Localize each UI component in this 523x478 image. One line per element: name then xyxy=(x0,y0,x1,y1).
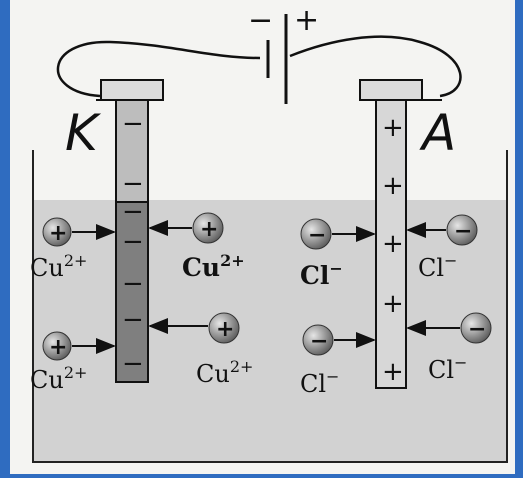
ion-label: Cl− xyxy=(300,259,343,290)
cathode-rod-lower xyxy=(115,201,149,383)
ion-label: Cu2+ xyxy=(30,363,87,394)
ion-label: Cl− xyxy=(300,367,339,398)
battery-minus-label: − xyxy=(248,3,273,38)
vessel xyxy=(32,150,508,463)
cathode-letter: K xyxy=(65,104,102,162)
cl-ion-left-lower: − Cl− xyxy=(300,324,376,398)
anode-sign: + xyxy=(382,171,404,201)
anode-sign: + xyxy=(382,357,404,387)
cl-ion-left-upper: − Cl− xyxy=(300,218,376,290)
ion-ball xyxy=(446,214,478,246)
ion-charge-sign: + xyxy=(200,217,218,242)
cu-ion-right-upper: + Cu2+ xyxy=(148,212,245,282)
cathode-sign: − xyxy=(122,169,144,199)
cathode-sign: − xyxy=(122,349,144,379)
ion-label: Cu2+ xyxy=(196,357,253,388)
ion-charge-sign: − xyxy=(468,317,486,342)
ion-charge-sign: − xyxy=(454,219,472,244)
ion-label: Cu2+ xyxy=(182,251,245,282)
electrolyte-solution xyxy=(33,200,507,462)
cathode-sign: − xyxy=(122,227,144,257)
battery-plus-label: + xyxy=(294,3,319,38)
cu-ion-left-upper: + Cu2+ xyxy=(30,217,116,282)
cu-ion-right-lower: + Cu2+ xyxy=(148,312,253,388)
ion-label: Cl− xyxy=(428,353,467,384)
ion-ball xyxy=(300,218,332,250)
cathode-sign: − xyxy=(122,269,144,299)
ion-charge-sign: + xyxy=(216,317,234,342)
cu-ion-left-lower: + Cu2+ xyxy=(30,331,116,394)
connecting-wire xyxy=(56,35,462,98)
cathode-sign: − xyxy=(122,109,144,139)
ion-ball xyxy=(42,331,72,361)
anode-letter: A xyxy=(419,104,456,162)
ion-ball xyxy=(42,217,72,247)
cathode-signs: − − − − − − − xyxy=(122,109,144,379)
ion-ball xyxy=(302,324,334,356)
ion-charge-sign: + xyxy=(49,221,67,246)
anode-sign: + xyxy=(382,229,404,259)
ion-label: Cu2+ xyxy=(30,251,87,282)
ion-ball xyxy=(208,312,240,344)
anode-sign: + xyxy=(382,289,404,319)
cathode-rod-upper xyxy=(115,99,149,203)
ion-charge-sign: + xyxy=(49,335,67,360)
cathode-sign: − xyxy=(122,305,144,335)
anode-cap xyxy=(359,79,423,101)
cl-ion-right-lower: − Cl− xyxy=(406,312,492,384)
cathode-sign: − xyxy=(122,197,144,227)
cl-ion-right-upper: − Cl− xyxy=(406,214,478,282)
anode-signs: + + + + + xyxy=(382,113,404,387)
ion-label: Cl− xyxy=(418,251,457,282)
ion-ball xyxy=(192,212,224,244)
cathode-cap xyxy=(100,79,164,101)
ion-charge-sign: − xyxy=(308,223,326,248)
anode-rod xyxy=(375,99,407,389)
ion-charge-sign: − xyxy=(310,329,328,354)
ion-ball xyxy=(460,312,492,344)
anode-sign: + xyxy=(382,113,404,143)
